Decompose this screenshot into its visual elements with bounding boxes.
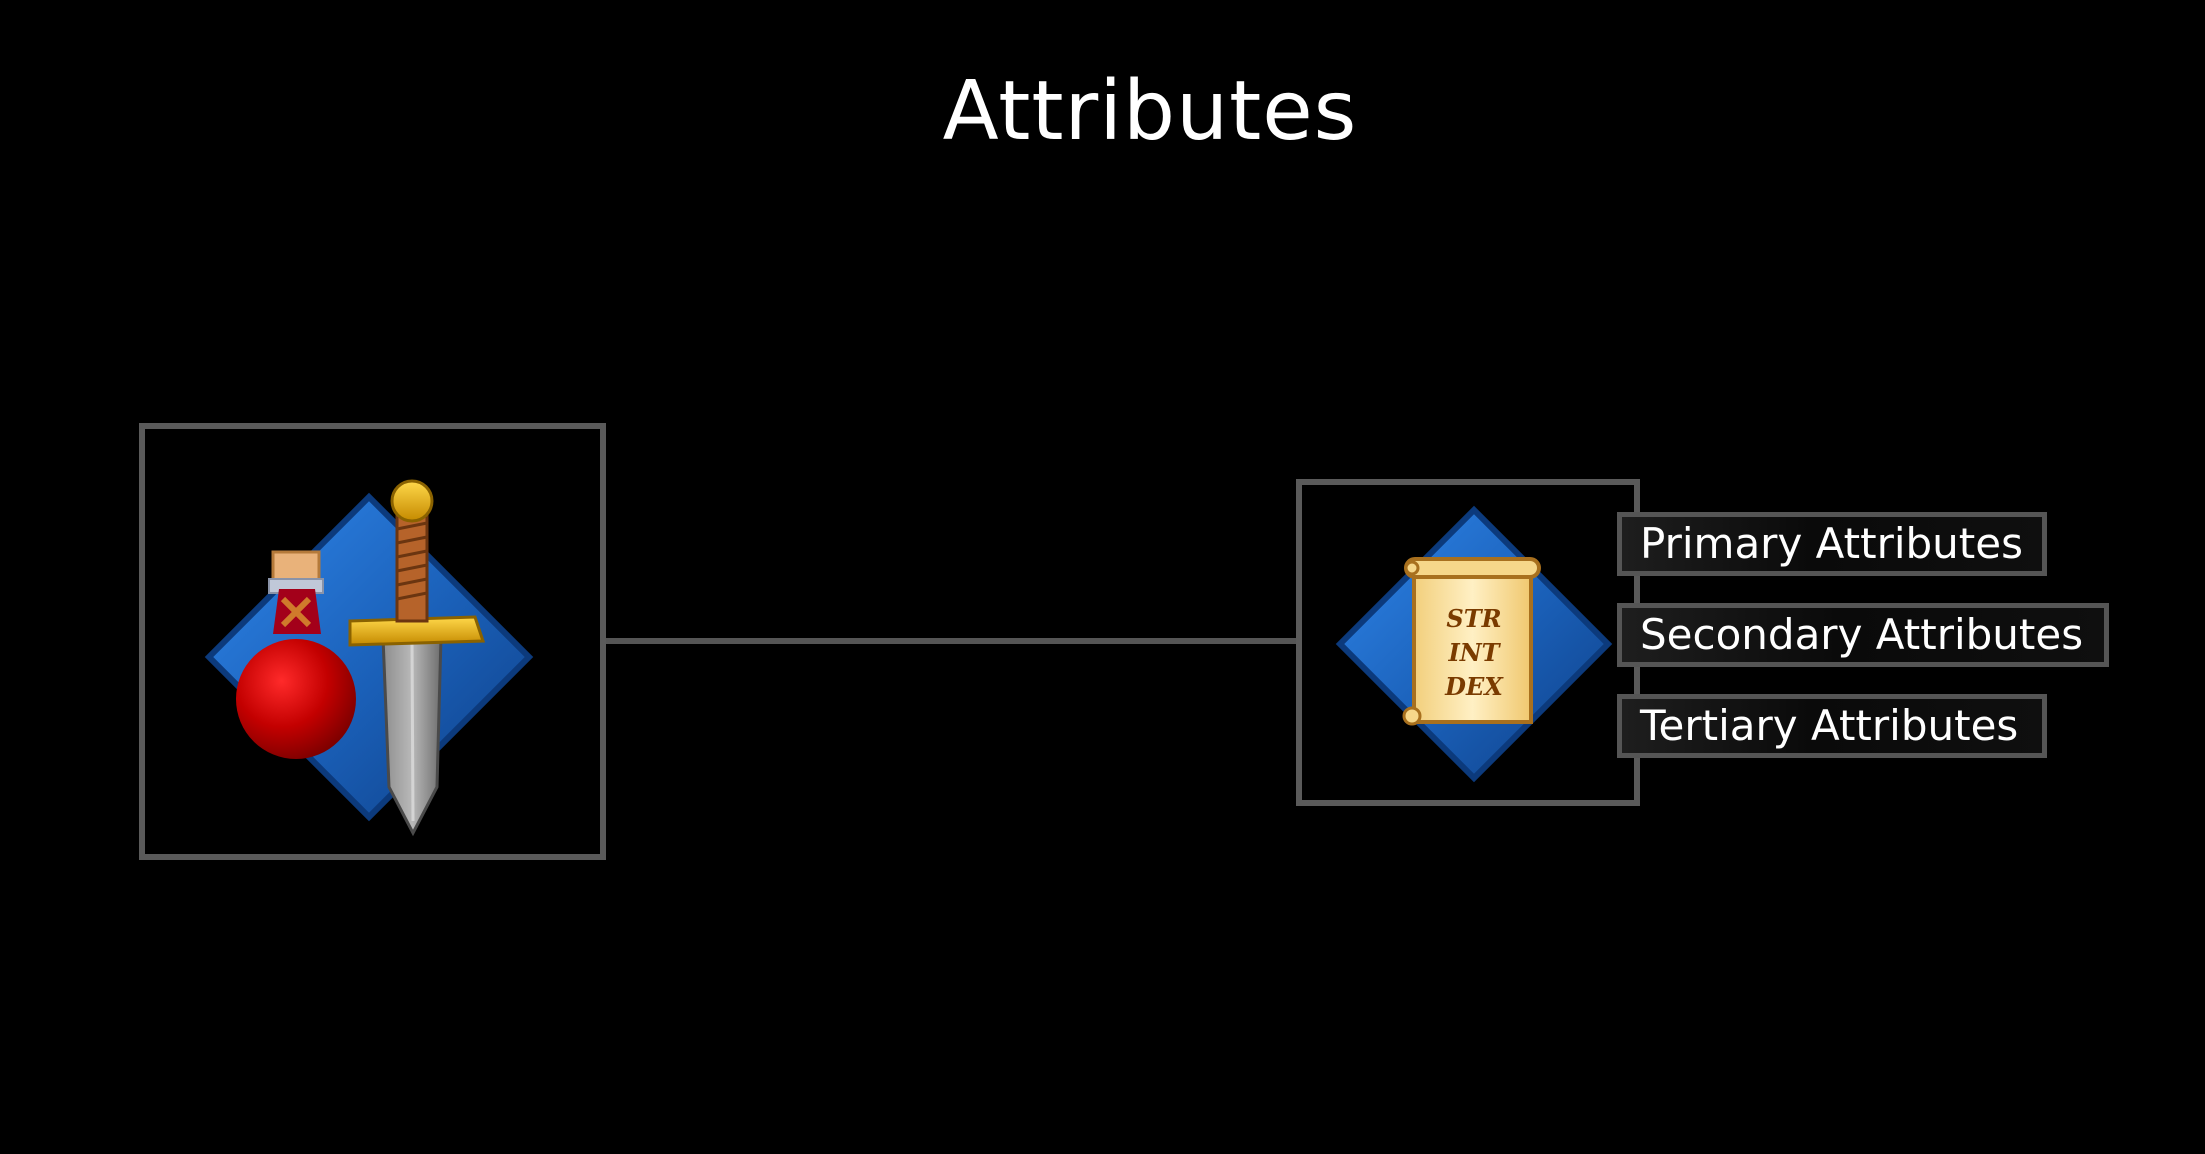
scroll-line-dex: DEX (1444, 672, 1504, 701)
scroll-line-str: STR (1446, 604, 1501, 633)
items-frame (139, 423, 606, 860)
scroll-icon: STR INT DEX (1402, 557, 1541, 726)
red-potion-icon (236, 550, 356, 759)
secondary-attributes-box: Secondary Attributes (1617, 603, 2109, 667)
slide-title: Attributes (942, 64, 1358, 159)
scroll-illustration: STR INT DEX (1335, 505, 1613, 783)
connector-line (605, 638, 1297, 644)
tertiary-attributes-box: Tertiary Attributes (1617, 694, 2047, 758)
primary-attributes-box: Primary Attributes (1617, 512, 2047, 576)
attributes-frame: STR INT DEX (1296, 479, 1640, 806)
items-illustration (204, 479, 534, 837)
dagger-icon (348, 479, 486, 837)
scroll-line-int: INT (1447, 638, 1501, 667)
